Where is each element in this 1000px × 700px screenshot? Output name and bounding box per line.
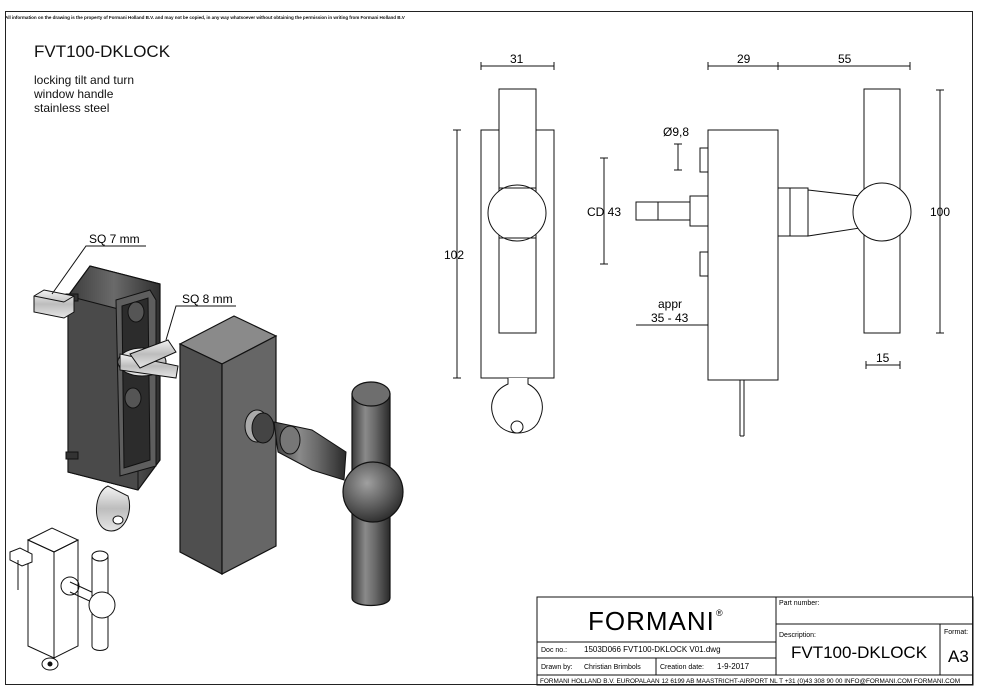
side-dimensions [600, 62, 944, 369]
creation-date-value: 1-9-2017 [717, 662, 750, 671]
description-line-2: window handle [34, 87, 114, 101]
creation-date-label: Creation date: [660, 664, 704, 671]
dim-hole-diameter: Ø9,8 [663, 125, 689, 139]
logo-registered-mark: ® [716, 608, 723, 618]
handle-grip [342, 381, 404, 607]
format-label: Format: [944, 629, 968, 636]
dim-approx-range: 35 - 43 [651, 311, 689, 325]
doc-no-label: Doc no.: [541, 647, 567, 654]
lock-body-iso [65, 265, 161, 491]
formani-logo: FORMANI [588, 606, 715, 636]
doc-no-value: 1503D066 FVT100-DKLOCK V01.dwg [584, 645, 721, 654]
description-value: FVT100-DKLOCK [791, 643, 928, 662]
drawn-by-label: Drawn by: [541, 664, 573, 671]
drawing-frame [5, 11, 973, 685]
handle-rose-block [178, 315, 278, 575]
dim-center-distance: CD 43 [587, 205, 621, 219]
description-label: Description: [779, 632, 816, 639]
cylinder-insert [117, 339, 179, 379]
company-footer: FORMANI HOLLAND B.V. EUROPALAAN 12 6199 … [540, 678, 960, 685]
assembly-thumbnail [9, 527, 116, 671]
description-line-1: locking tilt and turn [34, 73, 135, 87]
callout-sq8: SQ 8 mm [182, 292, 233, 306]
front-view [480, 88, 555, 434]
dim-handle-projection: 55 [838, 52, 852, 66]
handle-neck [244, 409, 347, 481]
callout-leaders [51, 245, 236, 341]
callout-sq7: SQ 7 mm [89, 232, 140, 246]
dim-approx-label: appr [658, 297, 682, 311]
dim-front-width: 31 [510, 52, 524, 66]
dim-spindle-offset: 29 [737, 52, 751, 66]
square-spindle-7mm [33, 289, 75, 319]
dim-grip-diameter: 15 [876, 351, 890, 365]
description-line-3: stainless steel [34, 101, 110, 115]
product-description: locking tilt and turn window handle stai… [34, 73, 134, 115]
dim-handle-height: 100 [930, 205, 950, 219]
side-view [635, 88, 912, 437]
key-iso [96, 485, 130, 532]
disclaimer-text: All information on the drawing is the pr… [5, 15, 405, 20]
format-value: A3 [948, 647, 969, 666]
product-title: FVT100-DKLOCK [34, 42, 171, 61]
part-number-label: Part number: [779, 600, 820, 607]
front-dimensions [453, 62, 555, 379]
dim-front-height: 102 [444, 248, 464, 262]
title-block [536, 596, 974, 686]
drawn-by-value: Christian Brimbols [584, 664, 641, 671]
